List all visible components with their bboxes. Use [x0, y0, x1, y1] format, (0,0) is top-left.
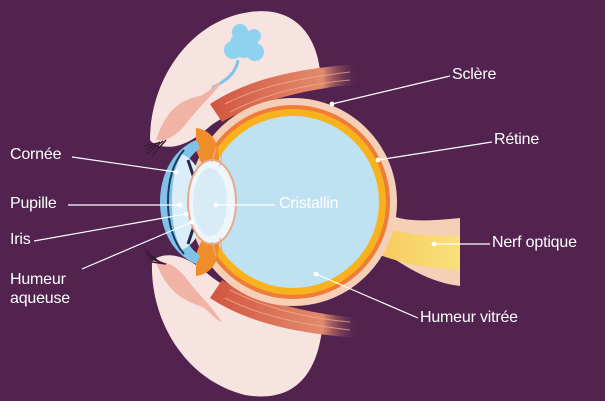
label-cristallin: Cristallin — [279, 195, 338, 213]
label-pupille: Pupille — [10, 195, 57, 213]
label-cornee: Cornée — [10, 146, 61, 164]
lens-core — [193, 168, 227, 236]
label-iris: Iris — [10, 231, 31, 249]
label-sclere: Sclère — [452, 66, 496, 84]
label-nerf-optique: Nerf optique — [492, 234, 577, 252]
label-humeur-vitree: Humeur vitrée — [420, 309, 518, 327]
label-humeur-aqueuse-line1: Humeur — [10, 271, 66, 289]
label-humeur-aqueuse-line2: aqueuse — [10, 290, 70, 308]
label-retine: Rétine — [494, 131, 539, 149]
